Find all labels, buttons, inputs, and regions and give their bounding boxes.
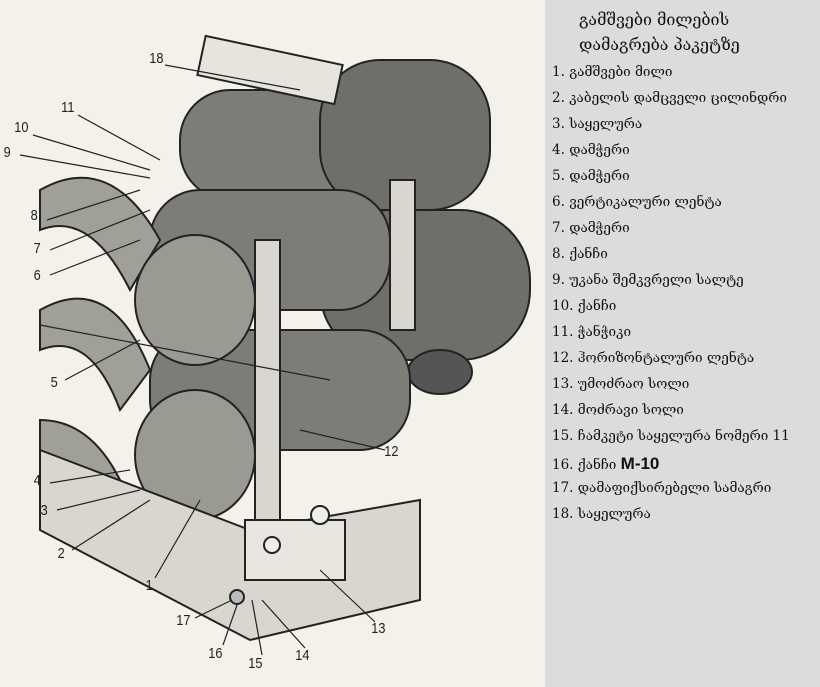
- callout-2: 2: [57, 545, 65, 562]
- legend-item-text: ჭანჭიკი: [577, 324, 632, 340]
- legend-item: 4. დამჭერი: [552, 142, 630, 158]
- legend-item-text: კაბელის დამცველი ცილინდრი: [569, 90, 787, 106]
- legend-item-text: ჩამკეტი საყელურა ნომერი 11: [577, 428, 790, 444]
- legend-item: 13. უმოძრაო სოლი: [552, 376, 689, 392]
- callout-10: 10: [14, 119, 29, 136]
- legend-item-text: დამჭერი: [569, 142, 630, 158]
- callout-6: 6: [33, 267, 41, 284]
- legend-item-number: 11.: [552, 324, 574, 340]
- legend-item-text: დამაფიქსირებელი სამაგრი: [577, 480, 772, 496]
- legend-item: 16. ქანჩი M-10: [552, 454, 659, 474]
- legend-item-text: დამჭერი: [569, 168, 630, 184]
- legend-item: 3. საყელურა: [552, 116, 642, 132]
- legend-item: 1. გამშვები მილი: [552, 64, 672, 80]
- legend-item: 17. დამაფიქსირებელი სამაგრი: [552, 480, 771, 496]
- legend-item-text: გამშვები მილი: [569, 64, 673, 80]
- callout-1: 1: [145, 577, 153, 594]
- legend-item-number: 5.: [552, 168, 565, 184]
- legend-item-number: 15.: [552, 428, 574, 444]
- legend-item-number: 1.: [552, 64, 565, 80]
- legend-item: 7. დამჭერი: [552, 220, 630, 236]
- callout-8: 8: [30, 207, 38, 224]
- callout-9: 9: [3, 144, 11, 161]
- legend-item-number: 13.: [552, 376, 574, 392]
- legend-item: 2. კაბელის დამცველი ცილინდრი: [552, 90, 787, 106]
- legend-item-text: უკანა შემკვრელი სალტე: [569, 272, 744, 288]
- legend-item-number: 17.: [552, 480, 574, 496]
- legend-item: 9. უკანა შემკვრელი სალტე: [552, 272, 744, 288]
- legend-item-text: ქანჩი: [569, 246, 608, 262]
- legend-item-number: 8.: [552, 246, 565, 262]
- legend-item-text: ქანჩი: [577, 457, 621, 473]
- legend-panel: გამშვები მილების დამაგრება პაკეტზე 1. გა…: [545, 0, 820, 687]
- legend-item: 14. მოძრავი სოლი: [552, 402, 684, 418]
- legend-item: 12. ჰორიზონტალური ლენტა: [552, 350, 754, 366]
- legend-item-number: 10.: [552, 298, 574, 314]
- legend-item-text: საყელურა: [569, 116, 643, 132]
- legend-item: 11. ჭანჭიკი: [552, 324, 631, 340]
- legend-item-number: 4.: [552, 142, 565, 158]
- legend-item-number: 18.: [552, 506, 574, 522]
- legend-item: 5. დამჭერი: [552, 168, 630, 184]
- callout-11: 11: [61, 99, 75, 116]
- legend-item-text: ვერტიკალური ლენტა: [569, 194, 722, 210]
- diagram-drawing: [19, 34, 531, 656]
- legend-item: 15. ჩამკეტი საყელურა ნომერი 11: [552, 428, 790, 444]
- legend-item-text: ქანჩი: [577, 298, 617, 314]
- callout-13: 13: [371, 620, 386, 637]
- legend-item: 6. ვერტიკალური ლენტა: [552, 194, 722, 210]
- legend-title-line1: გამშვები მილების: [579, 10, 730, 29]
- legend-item-number: 3.: [552, 116, 565, 132]
- legend-item: 10. ქანჩი: [552, 298, 616, 314]
- legend-item-number: 14.: [552, 402, 574, 418]
- legend-item: 18. საყელურა: [552, 506, 651, 522]
- legend-item-number: 2.: [552, 90, 565, 106]
- callout-14: 14: [295, 647, 310, 664]
- legend-item-model: M-10: [620, 454, 660, 473]
- callout-7: 7: [33, 240, 41, 257]
- callout-4: 4: [33, 472, 41, 489]
- legend-item-text: ჰორიზონტალური ლენტა: [577, 350, 755, 366]
- legend-item-number: 16.: [552, 457, 574, 473]
- legend-item-number: 12.: [552, 350, 574, 366]
- callout-16: 16: [208, 645, 223, 662]
- launch-tube-package-diagram: 18 11 10 9 8 7 6 5 12 4 3 2 1 17 16 15 1…: [3, 34, 531, 672]
- callout-15: 15: [248, 655, 263, 672]
- legend-item-text: დამჭერი: [569, 220, 630, 236]
- legend-item-text: უმოძრაო სოლი: [577, 376, 690, 392]
- legend-item: 8. ქანჩი: [552, 246, 608, 262]
- callout-5: 5: [50, 374, 58, 391]
- legend-item-number: 9.: [552, 272, 565, 288]
- legend-item-text: მოძრავი სოლი: [577, 402, 684, 418]
- callout-12: 12: [384, 443, 399, 460]
- legend-item-text: საყელურა: [577, 506, 651, 522]
- legend-item-number: 6.: [552, 194, 565, 210]
- legend-title-line2: დამაგრება პაკეტზე: [579, 35, 740, 54]
- callout-18: 18: [149, 50, 164, 67]
- callout-17: 17: [176, 612, 191, 629]
- callout-3: 3: [40, 502, 48, 519]
- legend-item-number: 7.: [552, 220, 565, 236]
